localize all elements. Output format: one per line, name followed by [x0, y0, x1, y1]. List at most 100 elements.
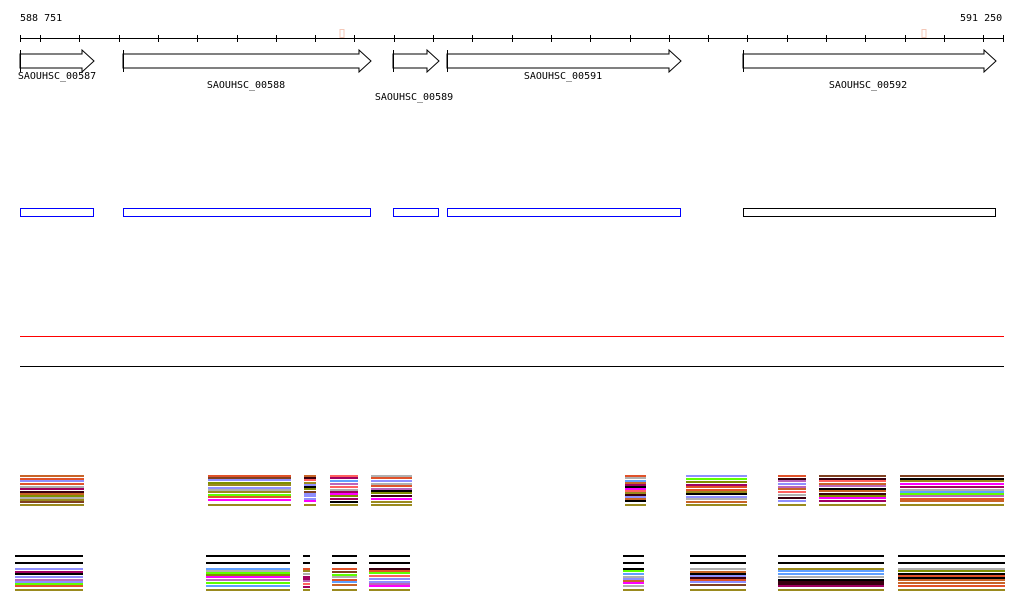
read-line	[690, 562, 746, 564]
read-line	[898, 575, 1005, 577]
ruler-start-label: 588 751	[20, 13, 63, 24]
read-line	[330, 486, 358, 488]
read-line	[330, 493, 358, 495]
gene-arrow[interactable]	[19, 48, 95, 74]
read-block[interactable]	[15, 555, 83, 591]
read-line	[686, 496, 747, 498]
read-line	[778, 480, 806, 482]
gene-label[interactable]: SAOUHSC_00592	[828, 80, 908, 91]
read-line	[303, 570, 310, 572]
read-block[interactable]	[625, 475, 646, 506]
read-line	[778, 576, 884, 578]
read-block[interactable]	[206, 555, 290, 591]
read-line	[900, 480, 1004, 482]
read-line	[898, 579, 1005, 581]
read-line	[20, 501, 84, 503]
read-line	[303, 562, 310, 564]
read-block[interactable]	[819, 475, 886, 506]
read-block[interactable]	[208, 475, 291, 506]
read-line	[371, 492, 412, 494]
read-line	[206, 568, 290, 570]
read-line	[690, 571, 746, 573]
read-line	[371, 483, 412, 485]
read-line	[330, 475, 358, 477]
read-line	[898, 577, 1005, 579]
read-line	[625, 492, 646, 494]
read-line	[332, 555, 357, 557]
read-line	[900, 498, 1004, 500]
read-line	[900, 504, 1004, 506]
read-line	[623, 585, 644, 587]
cds-box[interactable]	[20, 208, 94, 217]
read-line	[690, 568, 746, 570]
read-line	[15, 589, 83, 591]
read-line	[332, 571, 357, 573]
cds-box[interactable]	[447, 208, 681, 217]
gene-label[interactable]: SAOUHSC_00587	[17, 71, 97, 82]
read-block[interactable]	[304, 475, 316, 506]
read-line	[330, 498, 358, 500]
read-line	[369, 562, 410, 564]
gene-arrow[interactable]	[742, 48, 997, 74]
read-line	[690, 581, 746, 583]
read-line	[369, 570, 410, 572]
read-line	[898, 585, 1005, 587]
read-line	[690, 575, 746, 577]
read-line	[332, 568, 357, 570]
gene-label[interactable]: SAOUHSC_00589	[374, 92, 454, 103]
read-line	[371, 488, 412, 490]
read-line	[332, 589, 357, 591]
cds-box[interactable]	[743, 208, 996, 217]
read-line	[15, 555, 83, 557]
read-line	[778, 500, 806, 502]
read-line	[15, 573, 83, 575]
read-line	[819, 483, 886, 485]
gene-arrow[interactable]	[122, 48, 372, 74]
read-line	[369, 578, 410, 580]
read-block[interactable]	[371, 475, 412, 506]
read-line	[623, 573, 644, 575]
read-block[interactable]	[690, 555, 746, 591]
read-block[interactable]	[900, 475, 1004, 506]
read-line	[819, 497, 886, 499]
read-line	[898, 555, 1005, 557]
read-line	[369, 583, 410, 585]
read-line	[304, 475, 316, 477]
gene-label[interactable]: SAOUHSC_00588	[206, 80, 286, 91]
gene-arrow[interactable]	[392, 48, 440, 74]
read-line	[623, 562, 644, 564]
cds-box[interactable]	[123, 208, 371, 217]
read-line	[304, 498, 316, 500]
read-line	[900, 495, 1004, 497]
gene-arrow[interactable]	[446, 48, 682, 74]
read-block[interactable]	[778, 475, 806, 506]
read-line	[369, 581, 410, 583]
read-line	[208, 479, 291, 481]
read-block[interactable]	[330, 475, 358, 506]
read-block[interactable]	[778, 555, 884, 591]
read-block[interactable]	[686, 475, 747, 506]
read-block[interactable]	[369, 555, 410, 591]
cds-box[interactable]	[393, 208, 439, 217]
read-line	[686, 481, 747, 483]
read-line	[900, 500, 1004, 502]
read-block[interactable]	[898, 555, 1005, 591]
read-line	[206, 570, 290, 572]
read-line	[369, 589, 410, 591]
read-line	[819, 500, 886, 502]
read-line	[778, 585, 884, 587]
gene-label[interactable]: SAOUHSC_00591	[523, 71, 603, 82]
read-block[interactable]	[20, 475, 84, 506]
read-block[interactable]	[332, 555, 357, 591]
black-track-line	[20, 366, 1004, 367]
read-line	[819, 488, 886, 490]
read-line	[371, 495, 412, 497]
read-line	[369, 555, 410, 557]
read-block[interactable]	[303, 555, 310, 591]
read-block[interactable]	[623, 555, 644, 591]
read-line	[330, 491, 358, 493]
read-line	[371, 475, 412, 477]
read-line	[778, 478, 806, 480]
read-line	[819, 475, 886, 477]
ruler-axis	[20, 29, 1004, 42]
